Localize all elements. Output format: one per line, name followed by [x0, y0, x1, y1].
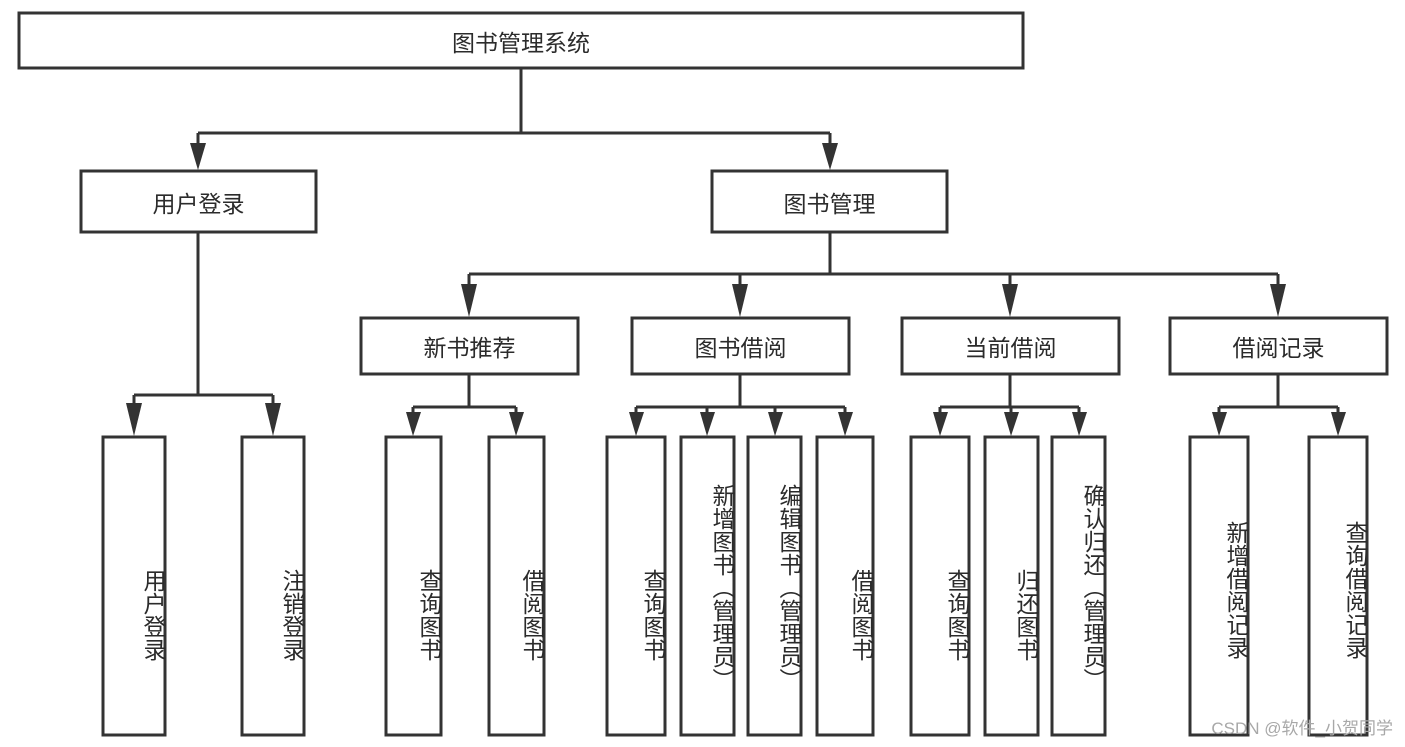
node-box-book-management[interactable]	[710, 169, 949, 234]
node-box-borrow-record[interactable]	[1168, 316, 1389, 376]
arrow-borrowrecord-leaf-0	[1212, 412, 1227, 436]
arrow-root-to-user-login	[190, 143, 206, 170]
arrow-userlogin-leaf-1	[265, 403, 281, 436]
arrow-currentborrow-leaf-2	[1072, 412, 1087, 436]
leaf-box-book-borrow-3[interactable]	[815, 435, 875, 737]
arrow-bookborrow-leaf-1	[700, 412, 715, 436]
arrow-bookmgmt-to-borrow-record	[1270, 284, 1286, 317]
leaf-box-user-login-1[interactable]	[240, 435, 306, 737]
arrow-root-to-book-management	[822, 143, 838, 170]
leaf-box-current-borrow-2[interactable]	[1050, 435, 1107, 737]
leaf-box-borrow-record-1[interactable]	[1307, 435, 1369, 737]
arrow-bookmgmt-to-new-book	[461, 284, 477, 317]
node-box-root[interactable]	[17, 11, 1025, 70]
arrow-currentborrow-leaf-0	[933, 412, 948, 436]
leaf-box-book-borrow-0[interactable]	[605, 435, 667, 737]
arrow-bookmgmt-to-book-borrow	[732, 284, 748, 317]
arrow-newbook-leaf-1	[509, 412, 524, 436]
arrow-userlogin-leaf-0	[126, 403, 142, 436]
node-box-book-borrow[interactable]	[630, 316, 851, 376]
node-box-new-book-recommend[interactable]	[359, 316, 580, 376]
leaf-box-borrow-record-0[interactable]	[1188, 435, 1250, 737]
leaf-box-new-book-1[interactable]	[487, 435, 546, 737]
leaf-box-book-borrow-1[interactable]	[679, 435, 736, 737]
arrow-borrowrecord-leaf-1	[1331, 412, 1346, 436]
arrow-currentborrow-leaf-1	[1004, 412, 1019, 436]
node-box-user-login[interactable]	[79, 169, 318, 234]
node-box-current-borrow[interactable]	[900, 316, 1121, 376]
arrow-bookborrow-leaf-2	[768, 412, 783, 436]
arrow-newbook-leaf-0	[406, 412, 421, 436]
arrow-bookborrow-leaf-3	[838, 412, 853, 436]
arrow-bookborrow-leaf-0	[629, 412, 644, 436]
arrow-bookmgmt-to-current-borrow	[1002, 284, 1018, 317]
leaf-box-current-borrow-1[interactable]	[983, 435, 1040, 737]
leaf-box-user-login-0[interactable]	[101, 435, 167, 737]
leaf-box-book-borrow-2[interactable]	[746, 435, 803, 737]
leaf-box-new-book-0[interactable]	[384, 435, 443, 737]
leaf-box-current-borrow-0[interactable]	[909, 435, 971, 737]
